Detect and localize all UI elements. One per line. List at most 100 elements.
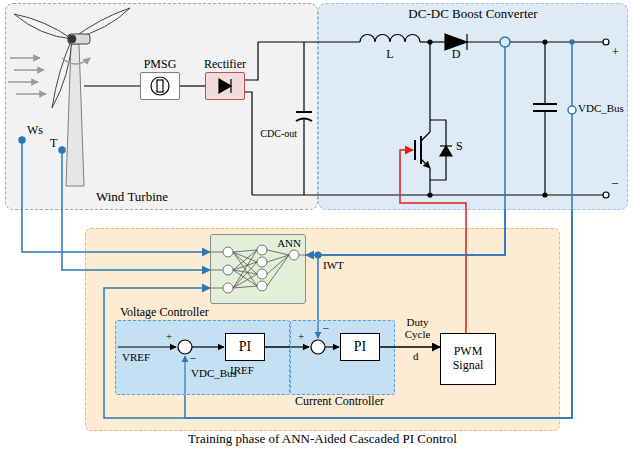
boost-circuit-part: [543, 193, 547, 197]
ann-network-part: [289, 250, 299, 260]
controller-wiring-part: [291, 346, 309, 347]
ann-network-part: [223, 283, 233, 293]
signal-label: +: [166, 330, 172, 343]
signal-label: S: [456, 140, 463, 154]
drive-train-part: [157, 80, 163, 92]
drive-train-part: [219, 79, 231, 93]
signal-connector: [306, 210, 505, 255]
controller-region-label: Current Controller: [295, 395, 384, 409]
controller-region: PICurrent Controller: [290, 320, 395, 395]
boost-circuit-part: [467, 41, 500, 42]
wind-turbine-figure: [14, 8, 130, 186]
signal-label: VDC_Bus: [191, 367, 237, 380]
sensor-taps-part: [61, 153, 63, 210]
pwm-block-label: PWM Signal: [441, 345, 495, 373]
wind-turbine-figure-part: [68, 34, 90, 44]
boost-circuit-part: [252, 194, 603, 195]
boost-circuit-part: [421, 132, 430, 141]
signal-label: CDC-out: [260, 128, 297, 140]
wind-arrows-part: [10, 57, 40, 59]
rectifier-box-label: Rectifier: [204, 58, 246, 72]
boost-circuit-part: [421, 159, 430, 168]
controller-wiring-part: [118, 346, 176, 347]
signal-label: IREF: [230, 364, 254, 377]
signal-connector: [22, 210, 210, 252]
boost-circuit: [252, 34, 609, 198]
boost-circuit-part: [420, 41, 445, 42]
signal-label: d: [413, 350, 419, 363]
wind-arrows-part: [8, 81, 38, 83]
boost-circuit-part: [429, 168, 430, 195]
signal-label: Ws: [27, 124, 43, 138]
boost-circuit-part: [303, 119, 304, 195]
boost-circuit-part: [533, 110, 557, 112]
signal-label: +: [612, 46, 619, 60]
signal-label: L: [386, 48, 393, 62]
sensor-taps-part: [19, 137, 25, 143]
measurement-taps-part: [500, 37, 510, 47]
wind-arrows-part: [14, 69, 44, 71]
measurement-taps-part: [504, 47, 506, 210]
signal-connector: [265, 346, 290, 348]
measurement-taps: [500, 37, 576, 210]
measurement-taps-part: [568, 106, 576, 114]
ann-network: [211, 245, 306, 293]
ann-network-part: [223, 265, 233, 275]
pi-block: PI: [225, 333, 265, 361]
rectifier-box: Rectifier: [205, 72, 245, 100]
ann-network-part: [257, 269, 267, 279]
pi-block-label: PI: [352, 339, 368, 355]
boost-circuit-part: [258, 41, 360, 42]
wind-arrows-part: [62, 58, 90, 64]
boost-circuit-part: [544, 111, 545, 195]
ann-network-part: [233, 250, 306, 288]
gate-signal: [400, 150, 466, 210]
ann-network-part: [211, 270, 223, 271]
boost-circuit-part: [429, 42, 430, 132]
boost-circuit-part: [440, 145, 452, 146]
signal-label: IWT: [323, 259, 344, 272]
drive-train-part: [245, 92, 252, 195]
signal-label: +: [298, 330, 304, 343]
boost-circuit-part: [303, 42, 304, 112]
controller-wiring-part: [325, 346, 339, 347]
signal-label: D: [452, 48, 461, 62]
wind-turbine-figure-part: [14, 14, 72, 39]
measurement-taps-part: [570, 40, 574, 44]
boost-circuit-part: [533, 103, 557, 105]
ann-network-part: [257, 281, 267, 291]
boost-circuit-part: [428, 193, 432, 197]
signal-connector: [318, 210, 505, 320]
pi-block-label: PI: [237, 339, 253, 355]
ann-network-part: [257, 245, 267, 255]
signal-label: Duty Cycle: [397, 317, 438, 340]
boost-circuit-part: [414, 140, 416, 160]
ann-box-label: ANN: [277, 237, 301, 250]
control-panel: ANNPIVoltage ControllerPICurrent Control…: [85, 228, 560, 431]
drive-train-part: [151, 77, 169, 95]
ann-network-part: [257, 257, 267, 267]
sensor-taps-part: [21, 143, 23, 210]
pwm-block: PWM Signal: [440, 333, 496, 385]
signal-label: –: [612, 176, 618, 190]
turbine-panel: PMSGRectifierWind Turbine: [5, 3, 318, 210]
boost-circuit-part: [544, 42, 545, 104]
wind-turbine-figure-part: [72, 8, 130, 39]
ann-network-part: [223, 247, 233, 257]
controller-wiring-part: [317, 321, 318, 338]
wind-arrows-part: [16, 93, 46, 95]
signal-connector: [62, 210, 210, 270]
boost-circuit-part: [296, 119, 312, 122]
generator-box: PMSG: [140, 72, 180, 100]
boost-circuit-part: [296, 111, 312, 113]
signal-connector: [465, 210, 467, 333]
signal-label: VDC_Bus: [578, 102, 624, 115]
controller-wiring: [118, 252, 339, 394]
controller-wiring-part: [184, 356, 185, 394]
signal-connector: [380, 346, 440, 348]
